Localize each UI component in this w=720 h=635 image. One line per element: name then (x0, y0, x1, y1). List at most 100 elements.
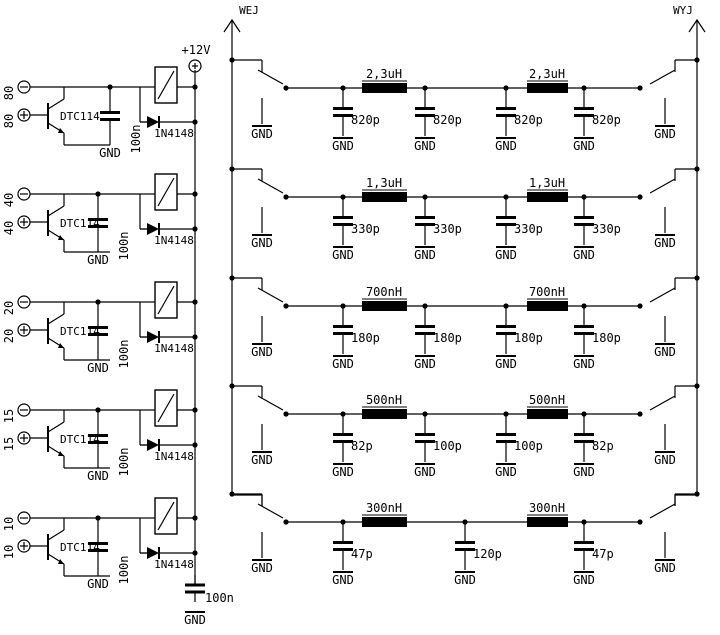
capacitor (88, 542, 108, 545)
label: GND (414, 139, 436, 153)
transistor-arrow (58, 451, 64, 456)
relay-contact (257, 178, 284, 194)
inductor (362, 517, 407, 527)
inductor (527, 301, 568, 311)
capacitor (455, 541, 475, 544)
label: 1N4148 (154, 234, 194, 247)
capacitor (574, 216, 594, 219)
junction-dot (694, 491, 700, 497)
diode (147, 116, 159, 128)
wire (47, 421, 65, 433)
label: GND (332, 573, 354, 587)
wire (47, 313, 65, 325)
label: 820p (351, 113, 380, 127)
label: +12V (182, 43, 211, 57)
junction-dot (637, 303, 643, 309)
relay-contact (257, 503, 284, 519)
capacitor (574, 541, 594, 544)
capacitor (88, 326, 108, 329)
capacitor (415, 216, 435, 219)
label: 100n (117, 340, 131, 369)
junction-dot (229, 491, 235, 497)
label: 700nH (529, 285, 565, 299)
junction-dot (694, 57, 700, 63)
inductor (362, 83, 407, 93)
label: GND (332, 465, 354, 479)
capacitor (574, 107, 594, 110)
label: GND (414, 357, 436, 371)
capacitor (415, 107, 435, 110)
label: 300nH (366, 501, 402, 515)
relay-contact (649, 503, 676, 519)
relay-coil (157, 393, 175, 423)
relay-coil (157, 177, 175, 207)
label: GND (87, 469, 109, 483)
capacitor (574, 325, 594, 328)
capacitor (496, 107, 516, 110)
relay-contact (257, 395, 284, 411)
label: GND (87, 577, 109, 591)
junction-dot (192, 407, 198, 413)
label: GND (414, 248, 436, 262)
label: 1N4148 (154, 450, 194, 463)
capacitor (333, 107, 353, 110)
junction-dot (637, 194, 643, 200)
junction-dot (694, 166, 700, 172)
label: 1N4148 (154, 558, 194, 571)
label: 47p (351, 547, 373, 561)
label: 1N4148 (154, 127, 194, 140)
junction-dot (694, 383, 700, 389)
label: GND (654, 453, 676, 467)
label: 100n (117, 448, 131, 477)
arrow-head (223, 18, 241, 33)
label: GND (573, 573, 595, 587)
inductor (362, 409, 407, 419)
capacitor (333, 325, 353, 328)
label: GND (332, 357, 354, 371)
label: GND (251, 453, 273, 467)
label: GND (654, 127, 676, 141)
supply-terminal (188, 59, 202, 73)
label: WYJ (673, 4, 693, 17)
junction-dot (637, 85, 643, 91)
capacitor (496, 325, 516, 328)
label: GND (184, 613, 206, 627)
label: 300nH (529, 501, 565, 515)
label: GND (332, 139, 354, 153)
inductor (362, 301, 407, 311)
label: 20 (2, 329, 16, 343)
junction-dot (229, 57, 235, 63)
label: 40 (2, 193, 16, 207)
inductor (527, 192, 568, 202)
label: 100n (205, 591, 234, 605)
label: 47p (592, 547, 614, 561)
junction-dot (192, 515, 198, 521)
wire (47, 98, 65, 110)
label: 820p (514, 113, 543, 127)
capacitor (88, 434, 108, 437)
capacitor (415, 433, 435, 436)
relay-coil (157, 285, 175, 315)
relay-contact (649, 69, 676, 85)
transistor-arrow (58, 235, 64, 240)
junction-dot (192, 84, 198, 90)
relay-coil (154, 497, 178, 535)
label: 15 (2, 409, 16, 423)
label: GND (654, 561, 676, 575)
label: GND (454, 573, 476, 587)
label: GND (251, 236, 273, 250)
junction-dot (694, 275, 700, 281)
label: 1,3uH (529, 176, 565, 190)
label: 1,3uH (366, 176, 402, 190)
relay-contact (257, 69, 284, 85)
label: 2,3uH (366, 67, 402, 81)
junction-dot (283, 519, 289, 525)
capacitor (496, 216, 516, 219)
label: GND (573, 248, 595, 262)
capacitor (100, 111, 120, 114)
label: 40 (2, 221, 16, 235)
junction-dot (229, 166, 235, 172)
diode (147, 547, 159, 559)
inductor (527, 517, 568, 527)
